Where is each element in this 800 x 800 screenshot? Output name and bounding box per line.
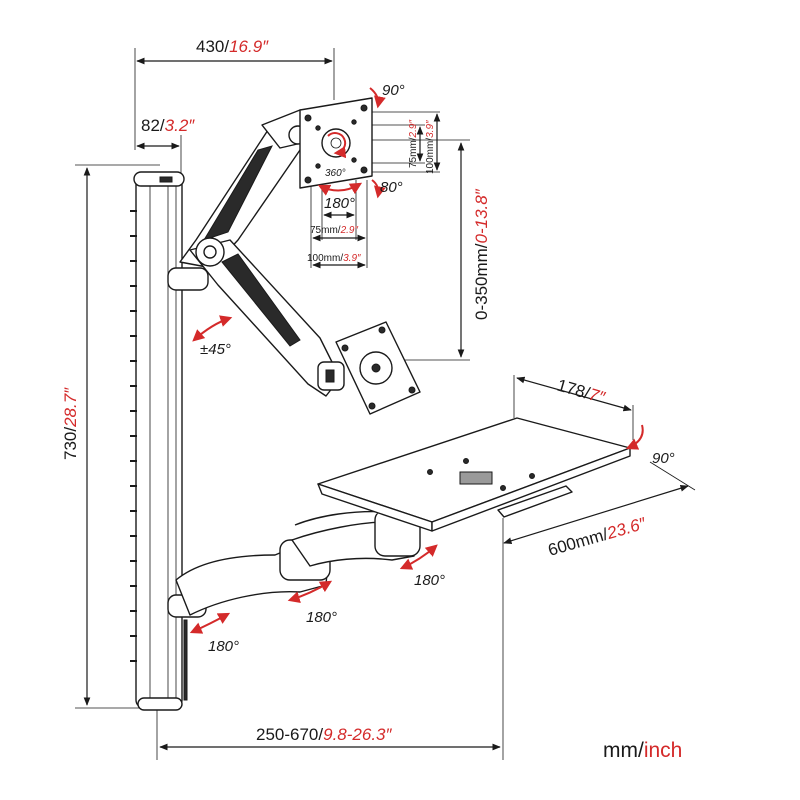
tray-width-dim-line [503, 485, 689, 544]
tray-depth-label: 178/7″ [555, 376, 608, 408]
tray-width-label: 600mm/23.6″ [546, 514, 649, 560]
tilt-up-label: 90° [382, 82, 405, 99]
monitor-arm [179, 97, 421, 415]
vesa-small-h-label: 75mm/2.9″ [310, 225, 358, 236]
rotate-label: 360° [325, 168, 346, 179]
wall-pole [130, 171, 209, 711]
vesa-large-h-label: 100mm/3.9″ [307, 253, 361, 264]
vesa-small-v-label: 75mm/2.9″ [408, 120, 419, 168]
arm-travel-label: 0-350mm/0-13.8″ [472, 188, 491, 320]
rotation-indicators [189, 87, 644, 634]
upper-clamp [167, 267, 209, 291]
keyboard-tray [317, 417, 631, 532]
vesa-large-v-label: 100mm/3.9″ [425, 120, 436, 174]
swivel-label: 180° [324, 195, 355, 212]
tray-handle [497, 485, 573, 518]
pole-notches [130, 210, 137, 662]
height-label: 730/28.7″ [61, 387, 80, 460]
joint-3-label: 180° [208, 638, 239, 655]
reach-label: 250-670/9.8-26.3″ [256, 725, 393, 744]
vesa-plate-lowered [335, 321, 421, 415]
joint-1-label: 180° [414, 572, 445, 589]
tray-arm [175, 509, 421, 616]
arm-tilt-label: ±45° [200, 341, 231, 358]
total-width-label: 430/16.9″ [196, 37, 269, 56]
pole-offset-label: 82/3.2″ [141, 116, 195, 135]
units-legend: mm/inch [603, 739, 682, 762]
tilt-down-label: 80° [380, 179, 403, 196]
joint-2-label: 180° [306, 609, 337, 626]
tray-label [459, 471, 493, 485]
tray-tilt-label: 90° [652, 450, 675, 467]
tray-depth-dim-line [516, 376, 632, 412]
angle-labels: 90° 80° 360° 180° ±45° 90° 180° 180° 180… [200, 82, 675, 655]
